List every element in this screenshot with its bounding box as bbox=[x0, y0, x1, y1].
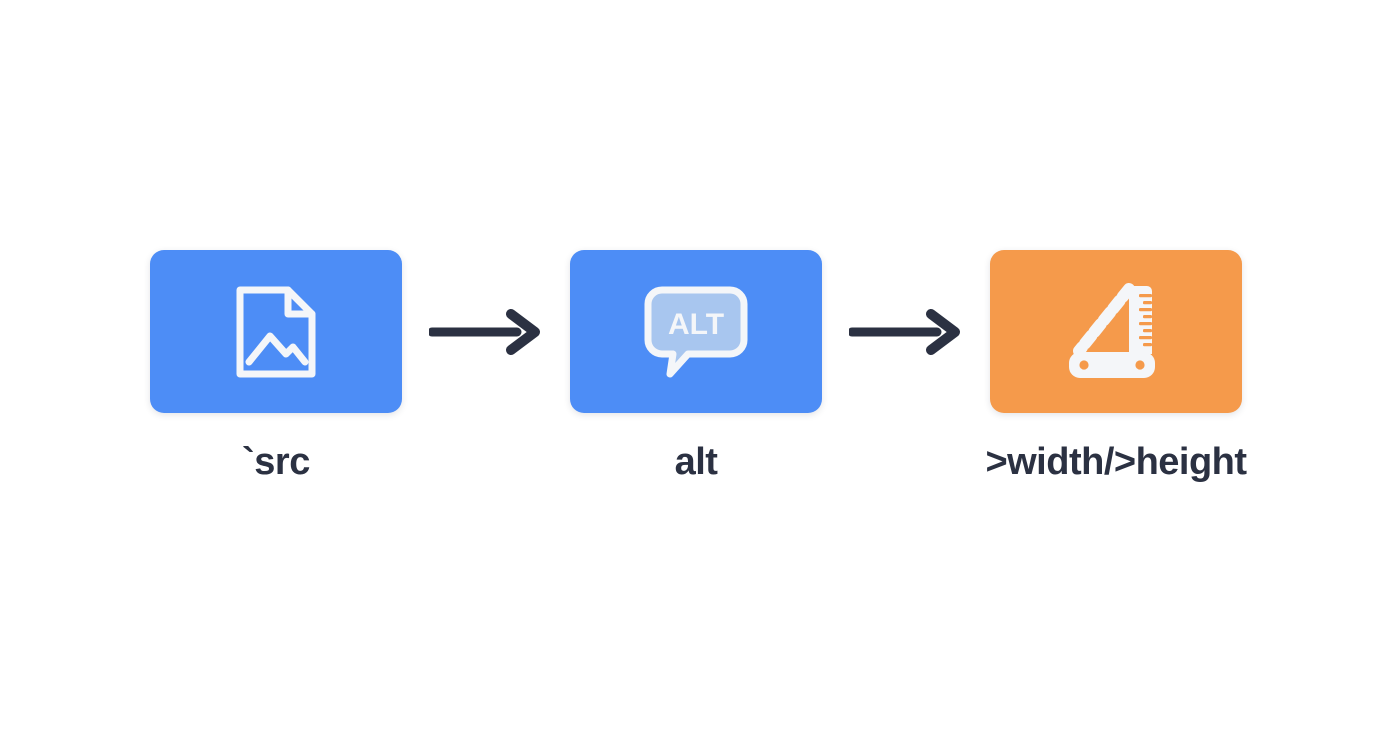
flow-step-alt[interactable]: ALT alt bbox=[570, 250, 822, 484]
connector-alt-to-width-height bbox=[822, 250, 990, 413]
flow-step-width-height[interactable]: >width/>height bbox=[985, 250, 1247, 484]
step-label-width-height: >width/>height bbox=[985, 441, 1247, 483]
step-label-src: `src bbox=[242, 441, 310, 483]
flow-row: `src ALT alt bbox=[0, 250, 1392, 520]
card-alt[interactable]: ALT bbox=[570, 250, 822, 413]
step-label-alt: alt bbox=[674, 441, 718, 483]
card-width-height[interactable] bbox=[990, 250, 1242, 413]
ruler-square-icon bbox=[1069, 282, 1155, 378]
arrow-right-icon bbox=[429, 308, 540, 355]
alt-bubble-text: ALT bbox=[668, 308, 724, 341]
image-file-icon bbox=[236, 286, 316, 377]
alt-speech-bubble-icon: ALT bbox=[644, 286, 748, 377]
arrow-right-icon bbox=[849, 308, 960, 355]
flow-step-src[interactable]: `src bbox=[150, 250, 402, 484]
card-src[interactable] bbox=[150, 250, 402, 413]
connector-src-to-alt bbox=[402, 250, 570, 413]
